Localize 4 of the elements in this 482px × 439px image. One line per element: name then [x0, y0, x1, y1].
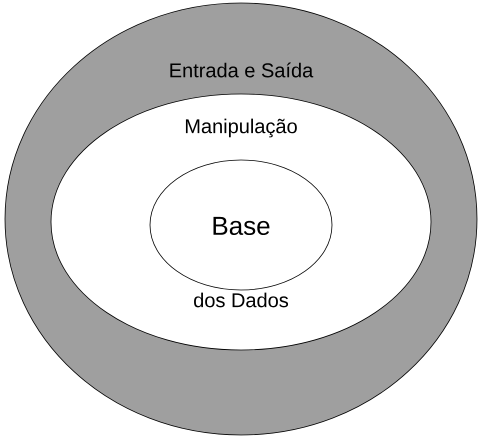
ellipse-label: Entrada e Saída — [170, 62, 314, 78]
ellipse-label: dos Dados — [194, 292, 288, 308]
ellipse-label: Manipulação — [186, 118, 297, 138]
ellipse-label: Base — [214, 216, 270, 236]
